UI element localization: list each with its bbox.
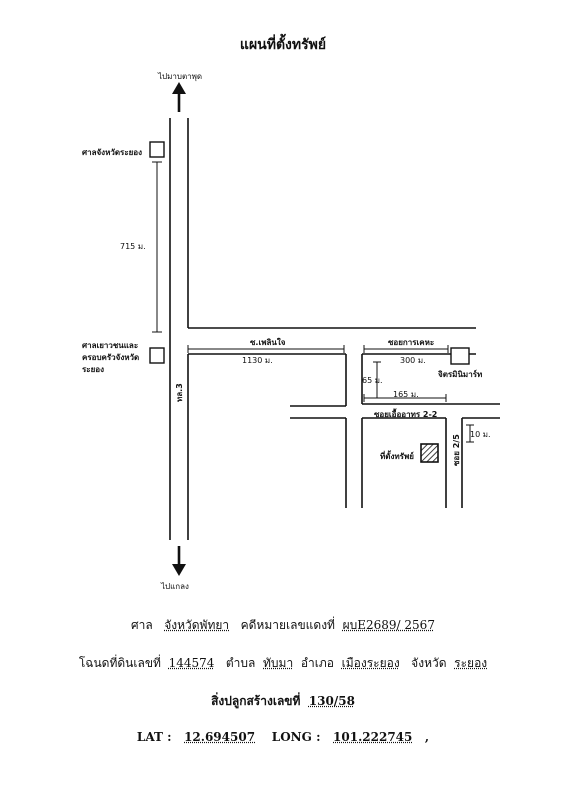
property-marker [420, 443, 439, 463]
distance-165-marker [363, 394, 447, 402]
footer-coords-line: LAT : 12.694507 LONG : 101.222745 , [136, 730, 430, 744]
arrow-down-icon [172, 546, 186, 576]
label-soi-phloenchai: ซ.เพลินใจ [250, 338, 286, 347]
distance-715-marker [152, 161, 162, 333]
label-to-south: ไปแกลง [161, 582, 189, 591]
distance-10-marker [466, 424, 474, 443]
label-distance-1130: 1130 ม. [242, 356, 273, 365]
label-highway: ทล.3 [175, 383, 184, 402]
distance-300-marker [363, 345, 449, 353]
label-property: ที่ตั้งทรัพย์ [380, 452, 414, 461]
footer-building-line: สิ่งปลูกสร้างเลขที่ 130/58 [211, 694, 355, 708]
label-soi-kankheha: ซอยการเคหะ [388, 338, 435, 347]
label-distance-300: 300 ม. [400, 356, 426, 365]
label-court: ศาลจังหวัดระยอง [82, 148, 143, 157]
label-soi-uea: ซอยเอื้ออาทร 2-2 [374, 410, 438, 419]
court-marker [149, 141, 165, 158]
mart-marker [450, 347, 470, 365]
footer-court-line: ศาล จังหวัดพัทยา คดีหมายเลขแดงที่ ผบE268… [131, 618, 435, 632]
location-map [149, 82, 500, 576]
label-distance-165: 165 ม. [393, 390, 419, 399]
distance-1130-marker [187, 345, 345, 353]
footer-deed-line: โฉนดที่ดินเลขที่ 144574 ตำบล ทับมา อำเภอ… [78, 656, 488, 670]
label-distance-65: 65 ม. [362, 376, 383, 385]
label-youth-court: ศาลเยาวชนและ ครอบครัวจังหวัด ระยอง [82, 341, 140, 374]
label-distance-10: 10 ม. [470, 430, 491, 439]
label-mart: จิตรมินิมาร์ท [438, 370, 483, 379]
label-distance-715: 715 ม. [120, 242, 146, 251]
page-title: แผนที่ตั้งทรัพย์ [239, 37, 327, 53]
label-to-north: ไปมาบตาพุด [158, 72, 203, 81]
arrow-up-icon [172, 82, 186, 112]
label-soi-25: ซอย 2/5 [452, 434, 461, 466]
youth-court-marker [149, 347, 165, 364]
